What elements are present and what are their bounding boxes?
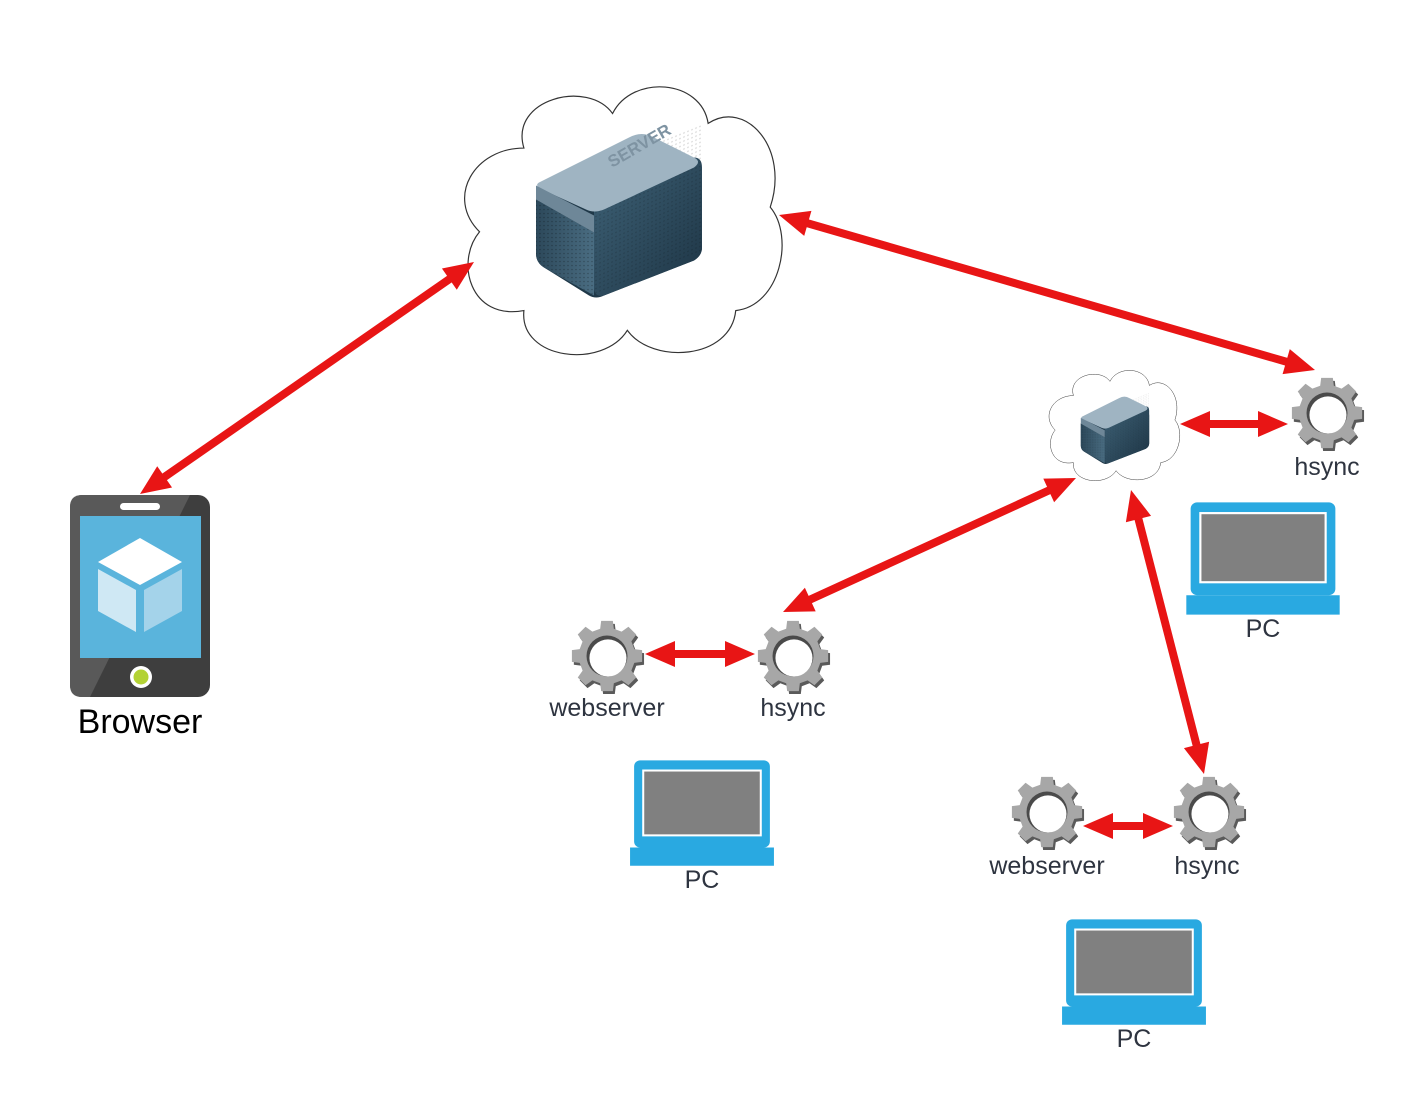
hsync-top-gear-icon bbox=[1291, 377, 1365, 452]
arrow-tail-head bbox=[1043, 478, 1076, 503]
arrow-tail-head bbox=[779, 210, 812, 236]
arrow-main-cloud-server-to-hsync-top bbox=[779, 210, 1315, 375]
webserver-mid-gear-icon bbox=[571, 620, 645, 695]
arrow-tail-head bbox=[1125, 490, 1152, 523]
connection-arrows bbox=[140, 210, 1315, 839]
hsync-top-label: hsync bbox=[1294, 453, 1360, 481]
arrow-head bbox=[1258, 411, 1288, 437]
arrow-head bbox=[725, 641, 755, 667]
arrow-webserver-mid-to-hsync-mid bbox=[645, 641, 755, 667]
arrow-shaft bbox=[1133, 515, 1202, 749]
arrow-tail-head bbox=[140, 466, 173, 494]
arrow-head bbox=[1282, 349, 1315, 375]
webserver-bottom-label: webserver bbox=[989, 852, 1105, 880]
pc-top-label: PC bbox=[1245, 615, 1281, 643]
webserver-bottom-gear-icon bbox=[1011, 776, 1085, 851]
arrow-tail-head bbox=[1083, 813, 1113, 839]
pc-mid-label: PC bbox=[684, 866, 720, 894]
pc-bottom-label: PC bbox=[1116, 1025, 1152, 1053]
arrow-head bbox=[441, 262, 474, 290]
pc-mid-laptop-icon bbox=[630, 760, 774, 866]
arrow-tail-head bbox=[645, 641, 675, 667]
arrow-tail-head bbox=[1180, 411, 1210, 437]
phone-icon bbox=[70, 495, 210, 697]
arrow-sub-cloud-server-to-hsync-mid bbox=[783, 478, 1076, 612]
arrow-sub-cloud-server-to-hsync-bottom bbox=[1125, 490, 1210, 774]
arrow-webserver-bottom-to-hsync-bottom bbox=[1083, 813, 1173, 839]
pc-bottom-laptop-icon bbox=[1062, 919, 1206, 1025]
arrow-browser-to-main-cloud-server bbox=[140, 262, 474, 494]
hsync-bottom-gear-icon bbox=[1173, 776, 1247, 851]
arrow-head bbox=[1183, 741, 1210, 774]
arrow-sub-cloud-server-to-hsync-top bbox=[1180, 411, 1288, 437]
browser-label: Browser bbox=[77, 703, 203, 741]
arrow-shaft bbox=[805, 485, 1054, 605]
hsync-mid-gear-icon bbox=[757, 620, 831, 695]
hsync-mid-label: hsync bbox=[760, 694, 826, 722]
hsync-bottom-label: hsync bbox=[1174, 852, 1240, 880]
arrow-shaft bbox=[803, 218, 1291, 367]
pc-top-laptop-icon bbox=[1186, 502, 1340, 615]
arrow-head bbox=[783, 587, 816, 612]
webserver-mid-label: webserver bbox=[549, 694, 665, 722]
arrow-shaft bbox=[159, 274, 455, 482]
arrow-head bbox=[1143, 813, 1173, 839]
